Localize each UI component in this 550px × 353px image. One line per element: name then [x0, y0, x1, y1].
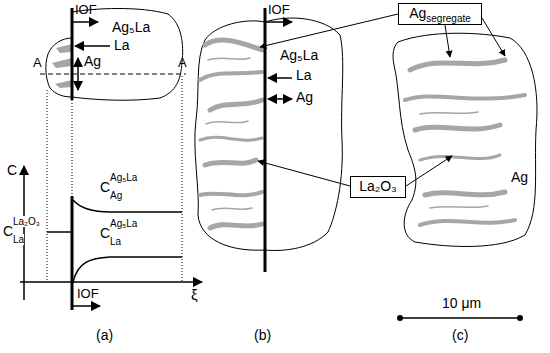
flux-arrow [268, 77, 292, 79]
segregate-wedge [52, 58, 72, 68]
curve-label: C [100, 180, 110, 195]
phase-label: Ag₅La [280, 48, 318, 63]
interface-arrow [73, 305, 100, 307]
leader-arrow [260, 14, 398, 47]
curve-superscript: La₂O₃ [13, 216, 40, 227]
grain-outline [72, 9, 183, 101]
segregate-line [200, 192, 262, 195]
axis-label: ξ [191, 287, 198, 304]
segregate-line [420, 112, 478, 114]
callout-box: Agsegregate [398, 3, 482, 25]
phase-label: Ag₅La [112, 20, 150, 35]
flux-label: La [296, 68, 312, 83]
segregate-line [205, 160, 256, 165]
interface-line [71, 196, 74, 310]
panel-label: (c) [452, 328, 468, 343]
segregate-lines [200, 40, 262, 228]
leader-arrow [482, 18, 505, 56]
curve-subscript: La [13, 234, 24, 245]
curve-superscript: Ag₅La [110, 172, 137, 183]
concentration-curve [73, 257, 182, 282]
grain-outline [195, 21, 265, 250]
axis-label: C [7, 163, 17, 178]
curve-subscript: La [110, 236, 121, 247]
interface-arrow [266, 21, 292, 23]
projection-line [47, 90, 48, 282]
segregate-line [200, 72, 262, 80]
segregate-line [212, 208, 252, 210]
segregate-line [425, 192, 505, 195]
interface-line [264, 8, 267, 272]
y-axis [23, 166, 25, 300]
box-text: La₂O₃ [359, 179, 397, 194]
projection-line [72, 100, 73, 196]
segregate-line [206, 121, 248, 124]
segregate-line [410, 60, 505, 70]
flux-arrow [75, 45, 110, 47]
segregate-line [415, 125, 500, 130]
segregate-wedge [56, 44, 72, 53]
segregate-line [205, 40, 262, 50]
leader-arrow [406, 156, 452, 186]
interface-label: IOF [77, 287, 99, 301]
callout-box: La₂O₃ [350, 176, 406, 198]
curve-subscript: Ag [110, 190, 122, 201]
scale-bar-end [517, 315, 523, 321]
segregate-line [210, 224, 262, 228]
panel-label: (b) [254, 328, 271, 343]
scale-bar [400, 317, 520, 319]
curve-superscript: Ag₅La [110, 218, 137, 229]
flux-arrow [268, 98, 292, 100]
curve-label: C [3, 224, 13, 239]
leader-arrow [445, 25, 450, 57]
box-text: Ag [409, 6, 426, 21]
segregate-lines [405, 60, 525, 225]
interface-label: IOF [75, 3, 97, 17]
flux-arrow [77, 58, 79, 90]
segregate-line [405, 95, 525, 100]
section-label: A [33, 56, 42, 70]
segregate-line [430, 206, 488, 208]
interface-label: IOF [268, 3, 290, 17]
segregate-line [420, 220, 515, 225]
section-label: A [178, 56, 187, 70]
segregate-line [200, 137, 262, 140]
flux-label: La [114, 38, 130, 53]
section-line [40, 74, 186, 75]
segregate-line [210, 100, 262, 110]
scale-bar-end [397, 315, 403, 321]
grain-outline [265, 18, 343, 250]
flux-label: Ag [296, 90, 313, 105]
leader-arrow [258, 161, 350, 186]
phase-label: Ag [511, 170, 528, 185]
interface-arrow [73, 21, 98, 23]
grain-outline [393, 33, 537, 246]
segregate-wedge [55, 80, 72, 88]
oxide-outline [46, 38, 72, 97]
flux-label: Ag [84, 54, 101, 69]
concentration-step [47, 231, 72, 233]
box-subscript: segregate [426, 13, 470, 24]
curve-label: C [100, 226, 110, 241]
segregate-line [420, 155, 500, 160]
segregate-line [208, 58, 250, 60]
concentration-curve [73, 200, 182, 212]
scale-label: 10 μm [442, 296, 481, 311]
panel-label: (a) [96, 328, 113, 343]
projection-line [182, 76, 183, 282]
x-axis [20, 281, 202, 283]
